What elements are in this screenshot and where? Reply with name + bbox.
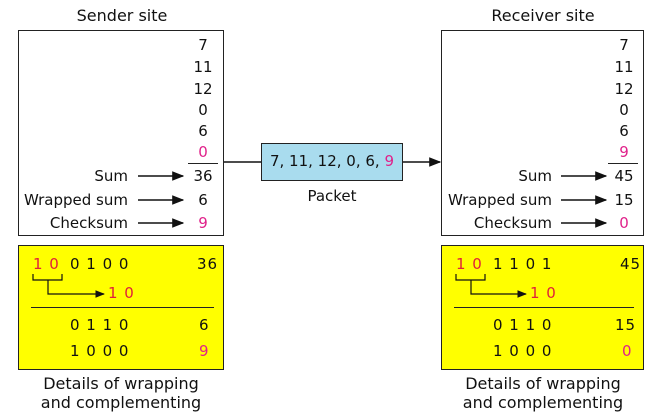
receiver-value-3: 12 (614, 80, 634, 98)
sender-wrapped-bits: 0 1 1 0 (70, 316, 130, 334)
receiver-sum-line (608, 163, 638, 165)
sender-checksum-value: 9 (198, 214, 208, 232)
receiver-checksum-bits: 1 0 0 0 (493, 342, 553, 360)
receiver-sum-value: 45 (614, 167, 634, 185)
sender-value-2: 11 (193, 58, 213, 76)
sender-caption-line-2: and complementing (40, 393, 202, 412)
receiver-box (441, 30, 644, 236)
receiver-wrapped-value: 15 (614, 191, 634, 209)
sender-carry-bits-top: 1 0 (33, 255, 60, 273)
receiver-checksum-label: Checksum (473, 214, 552, 232)
sender-checksum-label: Checksum (49, 214, 128, 232)
receiver-wrapped-label: Wrapped sum (447, 191, 552, 209)
sender-sum-bits: 0 1 0 0 (70, 255, 130, 273)
receiver-caption: Details of wrapping and complementing (438, 374, 648, 412)
sender-checksum-bits: 1 0 0 0 (70, 342, 130, 360)
receiver-value-1: 7 (619, 36, 629, 54)
sender-carry-bits-moved: 1 0 (108, 284, 135, 302)
packet-checksum: 9 (384, 152, 395, 170)
sender-detail-checksum: 9 (199, 342, 210, 360)
receiver-caption-line-2: and complementing (462, 393, 624, 412)
packet-label: Packet (307, 187, 357, 205)
sender-box (18, 30, 224, 236)
receiver-value-6: 9 (619, 143, 629, 161)
sender-detail-wrapped: 6 (199, 316, 210, 334)
receiver-detail-wrapped: 15 (615, 316, 637, 334)
sender-wrapped-value: 6 (198, 191, 208, 209)
sender-detail-sum: 36 (197, 255, 219, 273)
receiver-value-4: 0 (619, 101, 629, 119)
sender-value-5: 6 (198, 122, 208, 140)
sender-title: Sender site (76, 6, 168, 25)
sender-caption-line-1: Details of wrapping (43, 374, 199, 393)
receiver-value-5: 6 (619, 122, 629, 140)
receiver-detail-line (454, 307, 634, 309)
receiver-detail-sum: 45 (620, 255, 642, 273)
sender-value-6: 0 (198, 143, 208, 161)
receiver-checksum-value: 0 (619, 214, 629, 232)
receiver-wrap-bracket (455, 274, 486, 281)
receiver-caption-line-1: Details of wrapping (465, 374, 621, 393)
receiver-wrap-arrow (470, 280, 527, 298)
sender-wrapped-label: Wrapped sum (23, 191, 128, 209)
sender-value-4: 0 (198, 101, 208, 119)
sender-detail-line (31, 307, 214, 309)
sender-sum-line (188, 163, 218, 165)
receiver-wrapped-bits: 0 1 1 0 (493, 316, 553, 334)
receiver-sum-bits: 1 1 0 1 (493, 255, 553, 273)
sender-wrap-arrow (47, 280, 105, 298)
packet-box: 7, 11, 12, 0, 6, 9 (261, 143, 403, 181)
sender-sum-label: Sum (94, 167, 128, 185)
sender-sum-value: 36 (193, 167, 213, 185)
receiver-sum-label: Sum (518, 167, 552, 185)
sender-value-3: 12 (193, 80, 213, 98)
receiver-value-2: 11 (614, 58, 634, 76)
receiver-carry-bits-moved: 1 0 (530, 284, 557, 302)
receiver-carry-bits-top: 1 0 (456, 255, 483, 273)
receiver-title: Receiver site (491, 6, 595, 25)
sender-caption: Details of wrapping and complementing (16, 374, 226, 412)
packet-values: 7, 11, 12, 0, 6, (269, 152, 385, 170)
receiver-detail-checksum: 0 (622, 342, 633, 360)
sender-value-1: 7 (198, 36, 208, 54)
sender-wrap-bracket (32, 274, 63, 281)
